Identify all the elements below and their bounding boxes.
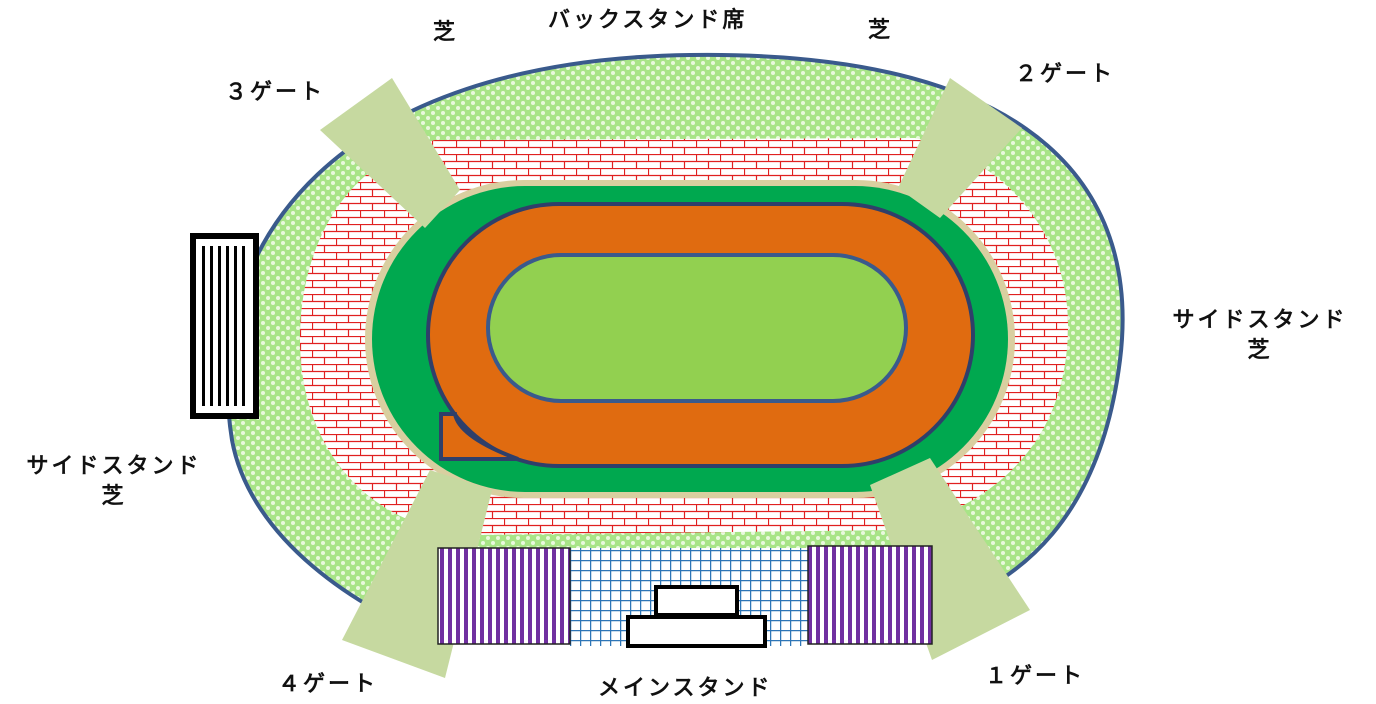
main-stand-label: メインスタンド	[598, 676, 773, 701]
royal-box-lower	[626, 615, 767, 648]
infield	[486, 253, 908, 403]
gate-2-label: ２ゲート	[1015, 62, 1116, 87]
royal-box-upper	[654, 585, 739, 617]
side-stand-right-lawn: 芝	[1247, 338, 1273, 363]
side-stand-right-label: サイドスタンド 芝	[1150, 306, 1370, 366]
gate-1-label: １ゲート	[985, 664, 1086, 689]
scoreboard-stripes	[202, 246, 245, 406]
side-stand-left-label: サイドスタンド 芝	[0, 452, 228, 512]
main-stand-left-block	[437, 547, 571, 645]
gate-3-path	[320, 78, 460, 228]
side-stand-right-name: サイドスタンド	[1172, 308, 1348, 333]
back-lawn-left-label: 芝	[433, 20, 459, 45]
back-stand-label: バックスタンド席	[548, 8, 748, 33]
start-chute	[439, 412, 519, 461]
side-stand-left-lawn: 芝	[101, 484, 127, 509]
main-stand-right-block	[807, 545, 933, 645]
gate-4-label: ４ゲート	[278, 672, 379, 697]
side-stand-left-name: サイドスタンド	[26, 454, 202, 479]
gate-2-path	[898, 78, 1022, 218]
gate-1-path	[870, 458, 1030, 660]
gate-3-label: ３ゲート	[225, 80, 326, 105]
back-lawn-right-label: 芝	[868, 18, 894, 43]
